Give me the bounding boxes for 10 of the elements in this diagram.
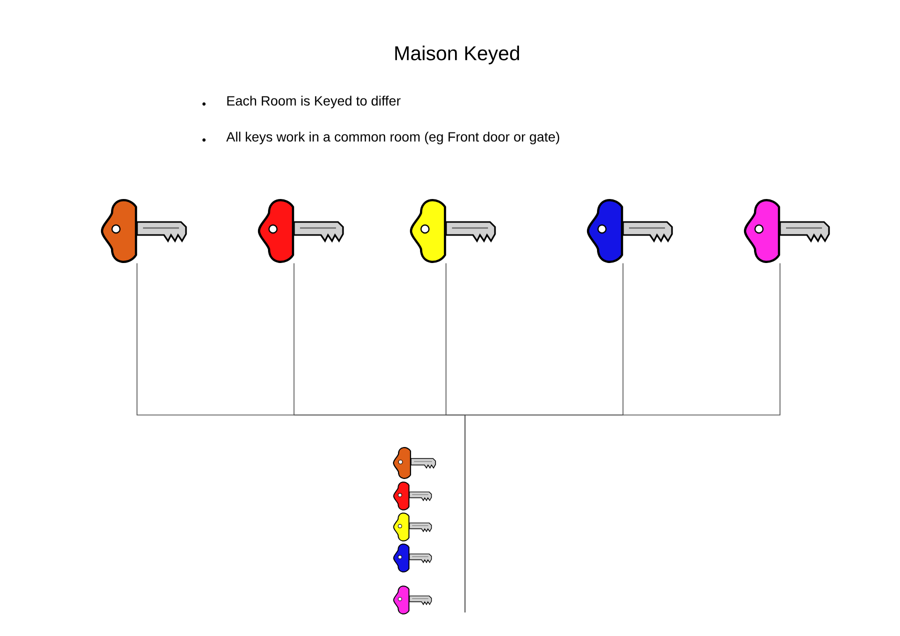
- connector-line: [464, 262, 780, 613]
- key-drawing: [258, 199, 344, 263]
- key-drawing: [586, 199, 673, 263]
- key-drawing: [100, 199, 187, 263]
- key-drawing: [410, 199, 496, 263]
- bullet-text: Each Room is Keyed to differ: [227, 96, 401, 108]
- title: Maison Keyed: [395, 46, 520, 64]
- bullet-text: All keys work in a common room (eg Front door or gate): [226, 132, 560, 144]
- key-drawing: [744, 199, 830, 263]
- key-ring-drawing: [392, 447, 436, 614]
